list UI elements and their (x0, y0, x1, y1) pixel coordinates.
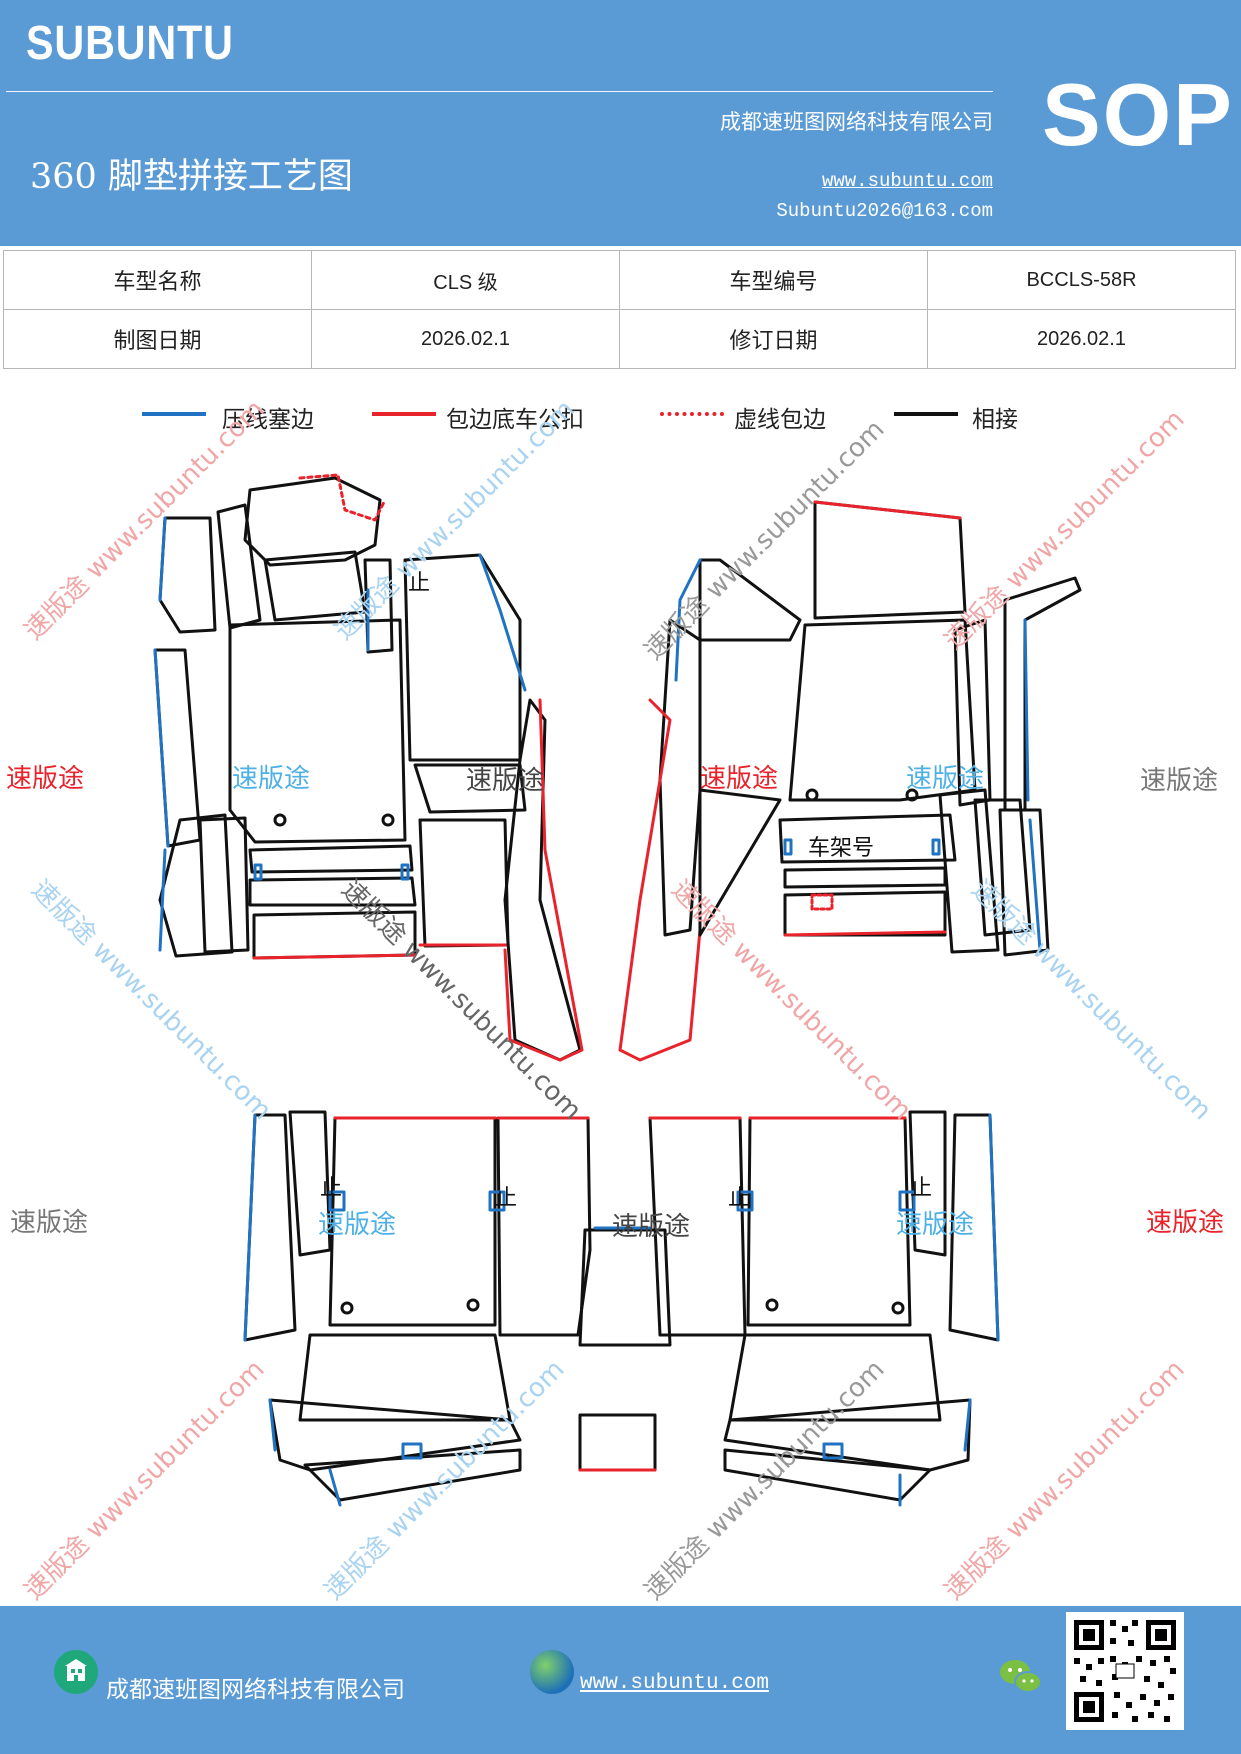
legend-swatch-black (894, 412, 958, 416)
watermark: 速版途 (1140, 766, 1219, 796)
watermark: 速版途 (906, 764, 985, 794)
stop-mark: 止 (320, 1176, 342, 1201)
page-title: 360 脚垫拼接工艺图 (30, 157, 353, 197)
front-left-mat (153, 473, 584, 1062)
model-code-label: 车型编号 (619, 250, 928, 310)
stop-mark: 止 (408, 571, 430, 596)
globe-icon (530, 1650, 574, 1694)
stop-mark: 止 (495, 1186, 517, 1211)
revise-date-value: 2026.02.1 (927, 309, 1236, 369)
model-code-value: BCCLS-58R (927, 250, 1236, 310)
header-email: Subuntu2026@163.com (776, 200, 993, 222)
header-banner: SUBUNTU SOP 成都速班图网络科技有限公司 360 脚垫拼接工艺图 ww… (0, 0, 1241, 246)
legend-label: 相接 (972, 407, 1018, 433)
revise-date-label: 修订日期 (619, 309, 928, 369)
legend-label: 虚线包边 (734, 407, 826, 433)
watermark: 速版途 (896, 1210, 975, 1240)
rear-left-mat (243, 1110, 592, 1507)
watermark: 速版途 (1146, 1208, 1225, 1238)
legend-label: 压线塞边 (222, 407, 314, 433)
header-website-link[interactable]: www.subuntu.com (821, 170, 993, 192)
legend-label: 包边底车公扣 (446, 407, 584, 433)
front-right-mat (618, 500, 1082, 1062)
stop-mark: 止 (728, 1186, 750, 1211)
footer-website-link[interactable]: www.subuntu.com (580, 1672, 770, 1695)
legend-swatch-red-dotted (660, 412, 724, 416)
watermark: 速版途 (700, 764, 779, 794)
watermark: 速版途 (612, 1212, 691, 1242)
table-row: 制图日期 2026.02.1 修订日期 2026.02.1 (3, 309, 1236, 369)
legend-swatch-red (372, 412, 436, 416)
wechat-icon[interactable] (998, 1656, 1042, 1696)
header-company: 成都速班图网络科技有限公司 (720, 110, 993, 134)
stop-mark: 止 (910, 1176, 932, 1201)
qr-code (1066, 1612, 1184, 1730)
watermark: 速版途 (6, 764, 85, 794)
watermark: 速版途 (318, 1210, 397, 1240)
frame-number-label: 车架号 (808, 836, 874, 861)
draw-date-value: 2026.02.1 (311, 309, 620, 369)
info-table: 车型名称 CLS 级 车型编号 BCCLS-58R 制图日期 2026.02.1… (3, 250, 1236, 369)
building-icon (54, 1650, 98, 1694)
rear-right-mat (648, 1110, 1000, 1507)
legend-swatch-blue (142, 412, 206, 416)
header-divider (6, 91, 993, 92)
center-tunnel-mat (578, 1226, 672, 1472)
sop-badge: SOP (1042, 65, 1234, 164)
table-row: 车型名称 CLS 级 车型编号 BCCLS-58R (3, 250, 1236, 310)
draw-date-label: 制图日期 (3, 309, 312, 369)
footer-company: 成都速班图网络科技有限公司 (106, 1677, 405, 1703)
brand-logo: SUBUNTU (26, 17, 234, 70)
model-name-label: 车型名称 (3, 250, 312, 310)
model-name-value: CLS 级 (311, 250, 620, 310)
footer-bar: 成都速班图网络科技有限公司 www.subuntu.com (0, 1606, 1241, 1754)
watermark: 速版途 (232, 764, 311, 794)
watermark: 速版途 (10, 1208, 89, 1238)
watermark: 速版途 (466, 766, 545, 796)
